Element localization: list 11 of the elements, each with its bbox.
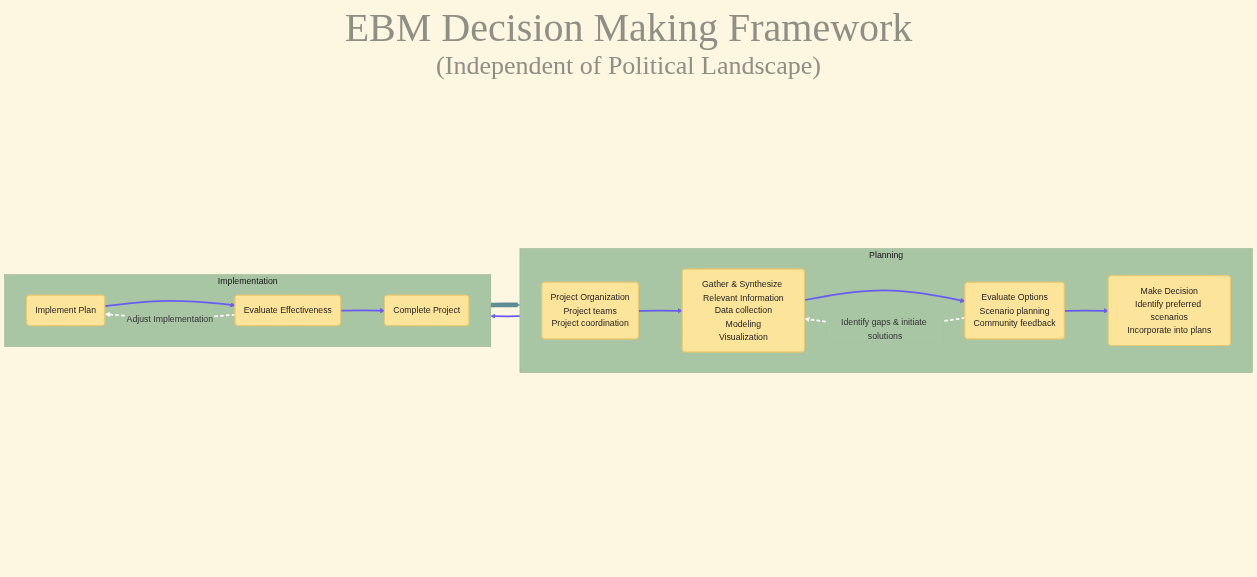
edge-label: Adjust Implementation <box>126 314 214 325</box>
arrow <box>1063 308 1109 314</box>
arrow <box>490 314 521 320</box>
edge-label: Identify gaps & initiate solutions <box>841 317 927 341</box>
diagram-title: EBM Decision Making Framework <box>343 4 914 51</box>
arrow <box>490 302 521 308</box>
arrow <box>340 308 385 314</box>
subtitle: (Independent of Political Landscape) <box>435 51 822 81</box>
arrow <box>803 289 966 304</box>
arrow <box>637 308 683 314</box>
arrow <box>104 300 236 308</box>
